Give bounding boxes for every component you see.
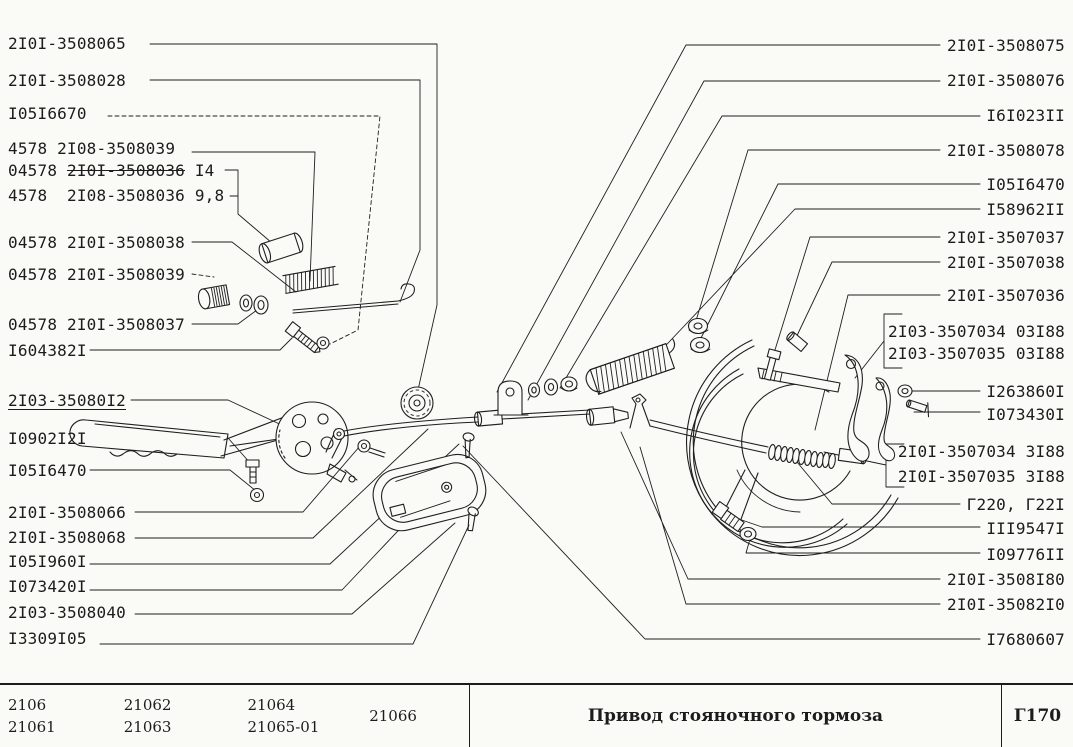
part-label: 2I0I-3508068 (8, 528, 126, 547)
part-label: 04578 2I0I-3508039 (8, 265, 185, 284)
lever-cover-drawing (372, 432, 487, 532)
part-label: 2I0I-3508I80 (947, 570, 1065, 589)
part-label: 04578 2I0I-3508036 I4 (8, 161, 215, 180)
part-label: 2I0I-3507037 (947, 228, 1065, 247)
cable-nuts-drawing (687, 317, 711, 354)
part-label: 4578 2I08-3508036 9,8 (8, 186, 225, 205)
model-number: 2106 (8, 696, 47, 714)
part-label: I604382I (8, 341, 87, 360)
part-label: 04578 2I0I-3508037 (8, 315, 185, 334)
part-label: 2I0I-3508075 (947, 36, 1065, 55)
part-label: I05I6470 (986, 175, 1065, 194)
brake-backplate-drawing (686, 331, 930, 557)
part-label: III9547I (986, 519, 1065, 538)
part-label: 04578 2I0I-3508038 (8, 233, 185, 252)
model-number: 21063 (123, 718, 172, 736)
model-column: 2106 21061 (0, 685, 124, 747)
sheet-code: Г170 (1013, 706, 1062, 726)
part-label: 2I0I-3508078 (947, 141, 1065, 160)
part-label: I05I6670 (8, 104, 87, 123)
front-cable-drawing (332, 376, 629, 458)
part-label: Г220, Г22I (966, 495, 1065, 514)
part-label: 2I0I-3507036 (947, 286, 1065, 305)
part-label: I7680607 (986, 630, 1065, 649)
part-label: I05I960I (8, 552, 87, 571)
part-label: I0902I2I (8, 429, 87, 448)
part-label: 2I0I-3507034 3I88 (897, 442, 1065, 461)
model-column: 21064 21065-01 (247, 685, 369, 747)
model-number: 21064 (247, 696, 296, 714)
cover-screw-icon (462, 432, 475, 459)
sheet-title: Привод стояночного тормоза (470, 685, 1002, 747)
model-number: 21061 (8, 718, 56, 736)
cover-screw-icon (467, 506, 479, 532)
part-label: 2I03-3508040 (8, 603, 126, 622)
part-label: 2I03-3507034 03I88 (888, 322, 1065, 341)
part-label: 2I03-3507035 03I88 (888, 344, 1065, 363)
handbrake-lever-drawing (69, 401, 358, 483)
part-label: 2I0I-3508065 (8, 34, 126, 53)
cable-guide-roller-drawing (400, 386, 434, 420)
footer-table: 2106 21061 21062 21063 21064 21065-01 21… (0, 683, 1073, 747)
model-column: 21066 (369, 685, 469, 747)
part-label-assembly: 2I03-35080I2 (8, 391, 126, 410)
leader-lines (89, 43, 981, 645)
part-label: 2I0I-3508076 (947, 71, 1065, 90)
model-list-cell: 2106 21061 21062 21063 21064 21065-01 21… (0, 685, 470, 747)
part-label: I6I023II (986, 106, 1065, 125)
part-label: I09776II (986, 545, 1065, 564)
part-label: I05I6470 (8, 461, 87, 480)
part-label: 2I0I-3508028 (8, 71, 126, 90)
model-number: 21066 (369, 707, 417, 725)
part-label: 2I0I-3507038 (947, 253, 1065, 272)
part-label: 4578 2I08-3508039 (8, 139, 176, 158)
part-label: I073420I (8, 577, 87, 596)
part-label: I58962II (986, 200, 1065, 219)
part-label: 2I0I-3507035 3I88 (897, 467, 1065, 486)
model-number: 21065-01 (247, 718, 320, 736)
part-label: I263860I (986, 382, 1065, 401)
model-number: 21062 (123, 696, 172, 714)
lever-hardware-drawing (197, 232, 415, 503)
part-label: 2I0I-35082I0 (947, 595, 1065, 614)
part-label: 2I0I-3508066 (8, 503, 126, 522)
model-column: 21062 21063 (124, 685, 248, 747)
return-spring-drawing (585, 338, 676, 395)
part-label: I073430I (986, 405, 1065, 424)
part-label: I3309I05 (8, 629, 87, 648)
struck-part-number: 2I0I-3508036 (67, 161, 185, 180)
rear-cable-drawing (629, 393, 868, 523)
parking-brake-diagram (69, 43, 981, 645)
